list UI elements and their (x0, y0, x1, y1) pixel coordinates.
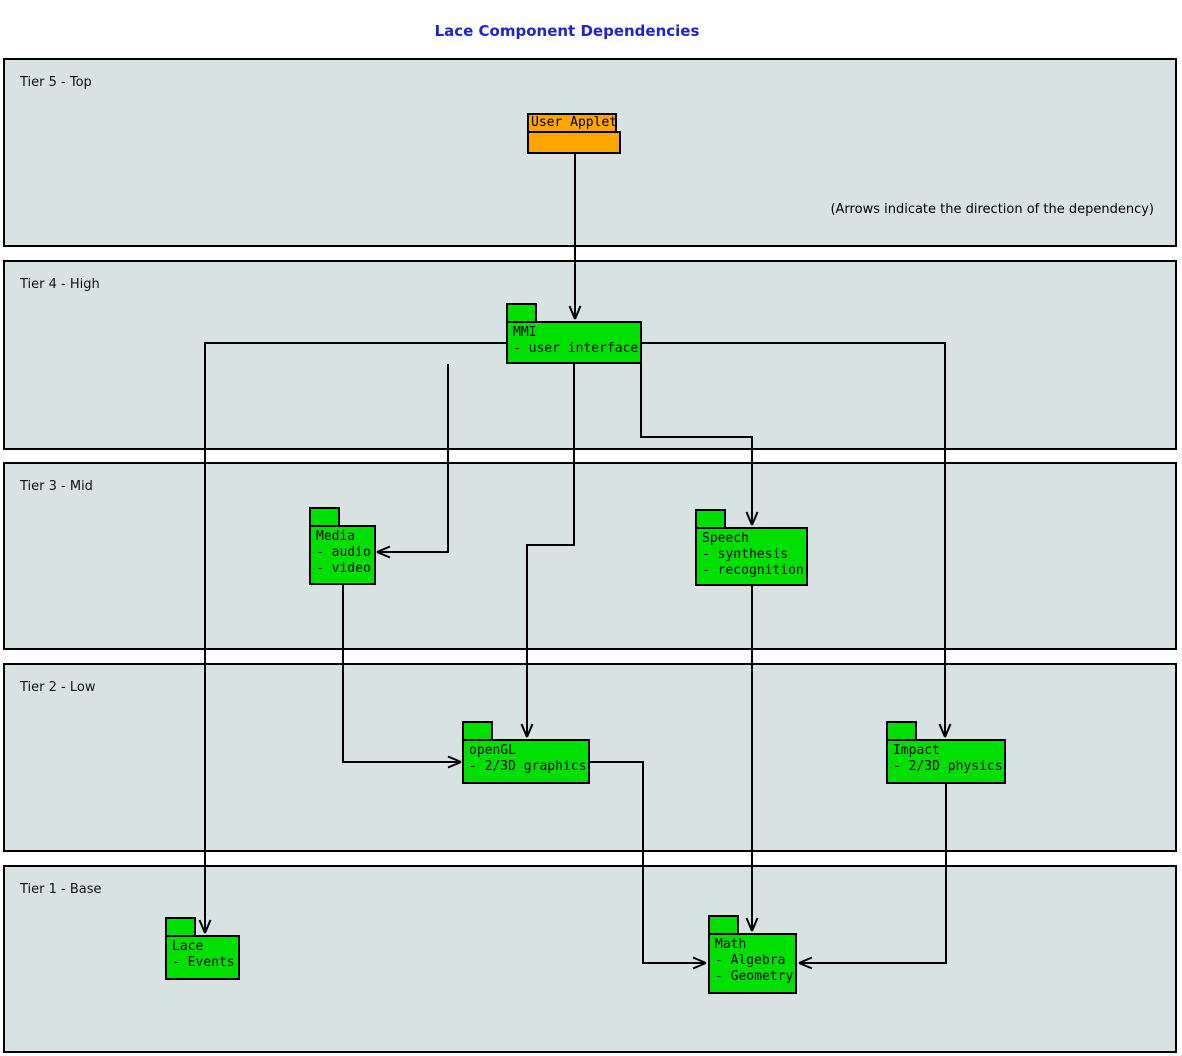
node-speech-tab (695, 509, 726, 529)
node-speech-label-line: Speech (702, 531, 749, 546)
node-mmi-tab (506, 303, 537, 323)
node-media-tab (309, 507, 340, 527)
node-mmi-label-line: - user interface (513, 341, 639, 356)
node-speech-body: Speech- synthesis- recognition (695, 527, 808, 586)
node-user-applet-body (527, 131, 621, 154)
node-impact-body: Impact- 2/3D physics (886, 739, 1006, 784)
tier-label: Tier 4 - High (20, 277, 100, 292)
node-math-label-line: - Geometry (715, 969, 794, 984)
node-lace-label-line: - Events (172, 955, 235, 970)
node-opengl-body: openGL- 2/3D graphics (462, 739, 590, 784)
tier-label: Tier 1 - Base (20, 882, 102, 897)
node-user-applet-tab: User Applet (527, 113, 617, 133)
tier-label: Tier 2 - Low (20, 680, 96, 695)
node-mmi-body: MMI- user interface (506, 321, 642, 364)
tier-label: Tier 5 - Top (20, 75, 92, 90)
node-opengl-label-line: openGL (469, 743, 516, 758)
dependency-note: (Arrows indicate the direction of the de… (830, 202, 1154, 217)
node-media-label-line: - audio (316, 545, 371, 560)
tier-band-tier3: Tier 3 - Mid (3, 462, 1177, 650)
node-math-body: Math- Algebra- Geometry (708, 933, 797, 994)
node-math-label-line: Math (715, 937, 747, 952)
node-math-label-line: - Algebra (715, 953, 786, 968)
node-opengl-tab (462, 721, 493, 741)
tier-label: Tier 3 - Mid (20, 479, 93, 494)
node-opengl-label-line: - 2/3D graphics (469, 759, 587, 774)
node-impact-tab (886, 721, 917, 741)
node-media-label-line: - video (316, 561, 371, 576)
node-speech-label-line: - synthesis (702, 547, 789, 562)
node-lace-body: Lace- Events (165, 935, 240, 980)
node-impact-label-line: Impact (893, 743, 940, 758)
node-mmi-label-line: MMI (513, 325, 537, 340)
node-speech-label-line: - recognition (702, 563, 804, 578)
node-media-label-line: Media (316, 529, 356, 544)
diagram-title: Lace Component Dependencies (434, 22, 700, 40)
node-math-tab (708, 915, 739, 935)
node-impact-label-line: - 2/3D physics (893, 759, 1003, 774)
node-lace-label-line: Lace (172, 939, 204, 954)
node-user-applet-label-line: User Applet (531, 115, 618, 130)
node-media-body: Media- audio- video (309, 525, 376, 585)
node-lace-tab (165, 917, 196, 937)
